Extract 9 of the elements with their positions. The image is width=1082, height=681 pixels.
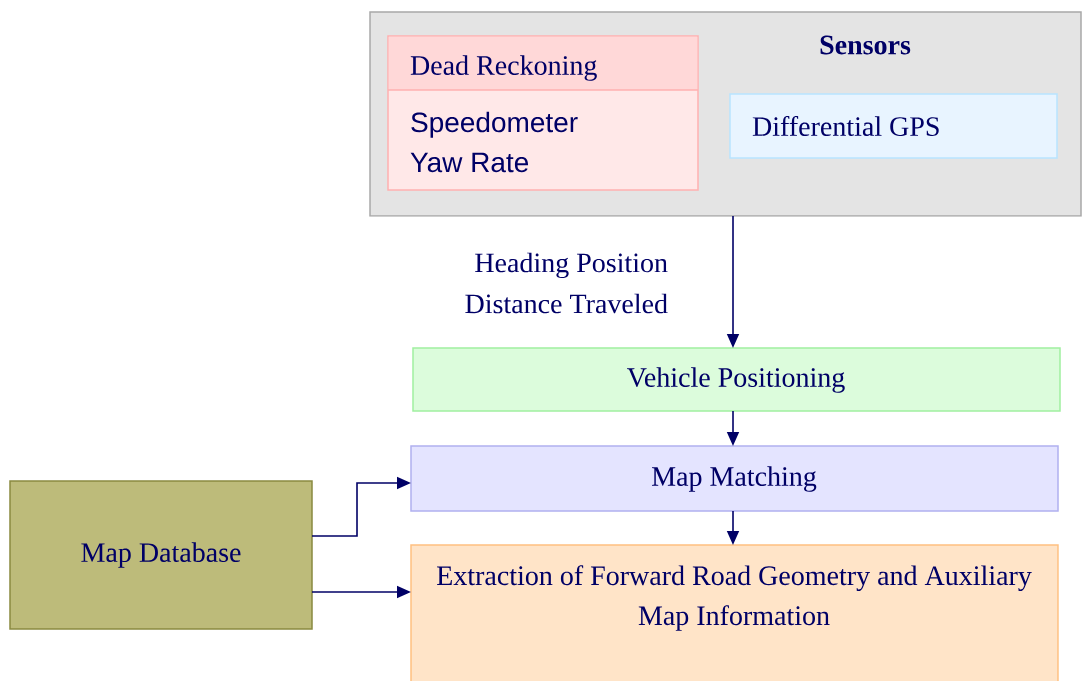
process-box: Vehicle Positioning: [412, 347, 1061, 412]
box-text: Speedometer Yaw Rate: [410, 111, 578, 173]
process-box: Map Matching: [410, 445, 1059, 512]
process-box: Extraction of Forward Road Geometry and Auxiliary Map Information: [410, 544, 1059, 681]
box-heading: Sensors: [820, 35, 911, 55]
box-heading: Dead Reckoning: [410, 55, 597, 81]
sensor-box: Differential GPS: [729, 93, 1058, 159]
database-box: Map Database: [9, 480, 313, 630]
edge-label: Heading Position Distance Traveled: [465, 252, 668, 314]
